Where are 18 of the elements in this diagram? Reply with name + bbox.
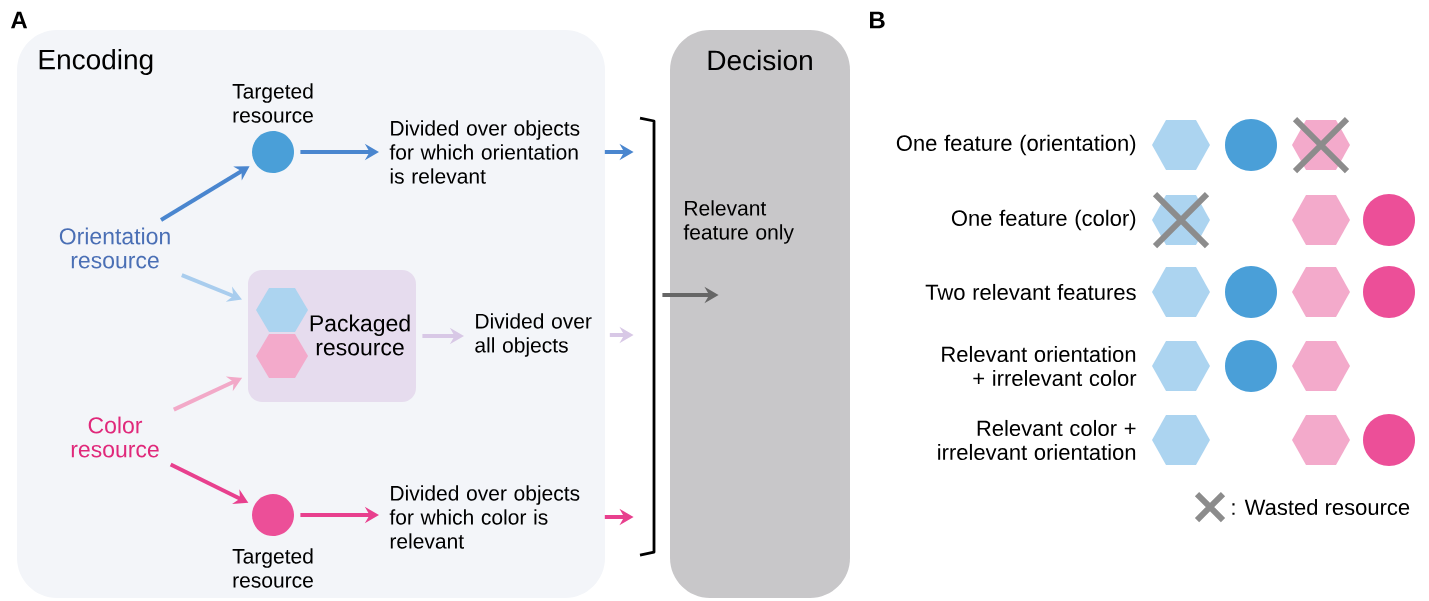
panel-letter: A — [11, 11, 28, 29]
description-text: Divided over all objects — [475, 313, 592, 357]
row-label: Relevant color + irrelevant orientation — [938, 419, 1136, 461]
node-caption: Targeted resource — [232, 83, 313, 123]
edge-label: Relevant feature only — [683, 200, 794, 244]
row-label: One feature (color) — [951, 209, 1136, 231]
panel-letter: B — [870, 11, 885, 29]
node-caption: Targeted resource — [232, 548, 313, 588]
resource-label: Orientation resource — [59, 227, 170, 269]
description-text: Divided over objects for which color is relevant — [389, 485, 580, 549]
row-label: Two relevant features — [925, 283, 1136, 301]
legend-text: : Wasted resource — [1232, 498, 1410, 516]
bracket — [639, 116, 656, 557]
row-label: One feature (orientation) — [896, 134, 1136, 156]
description-text: Divided over objects for which orientation is relevant — [389, 120, 580, 184]
resource-label: Color resource — [71, 416, 159, 458]
packaged-resource-box: Packaged resource — [248, 270, 416, 402]
row-label: Relevant orientation + irrelevant color — [942, 345, 1137, 387]
